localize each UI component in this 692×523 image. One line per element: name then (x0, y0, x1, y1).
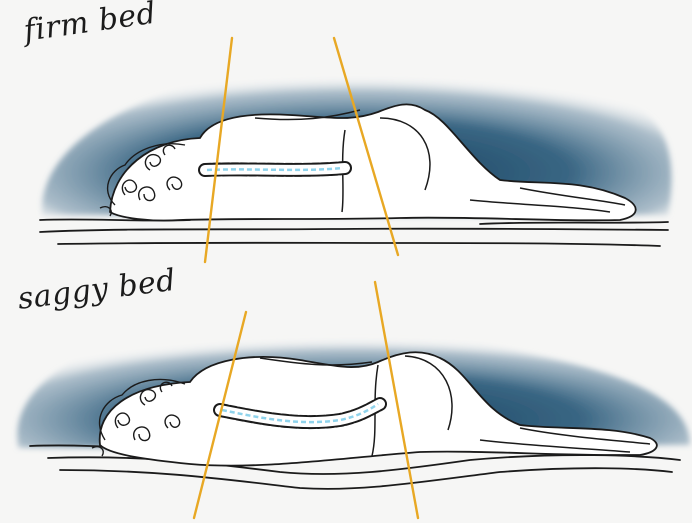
saggy-bed-panel (17, 282, 690, 518)
firm-mattress (40, 219, 668, 246)
firm-spine (205, 168, 345, 170)
firm-bed-panel (40, 38, 672, 262)
